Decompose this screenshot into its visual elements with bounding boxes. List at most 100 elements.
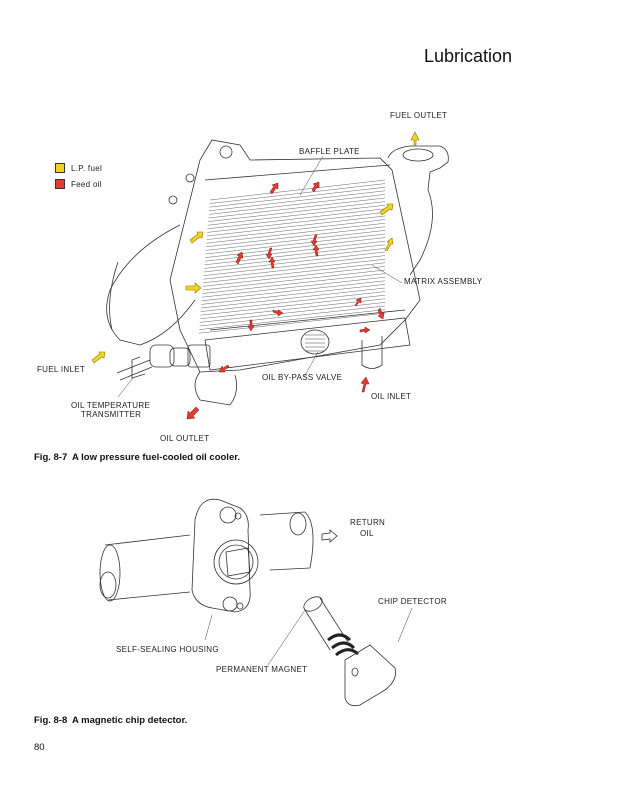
label-fuel-outlet: FUEL OUTLET (390, 111, 448, 120)
oil-arrow (312, 244, 320, 257)
oil-arrow (354, 297, 362, 307)
matrix-fins (198, 179, 386, 334)
figure-8-7-title: A low pressure fuel-cooled oil cooler. (72, 452, 241, 463)
matrix-fin (201, 280, 386, 302)
fuel-outlet-arrow (410, 131, 420, 146)
matrix-fin (203, 255, 386, 276)
oil-arrow (269, 182, 279, 195)
oil-gallery (194, 317, 411, 406)
matrix-fin (209, 186, 386, 208)
matrix-fin (209, 190, 386, 212)
fuel-arrow (379, 203, 394, 216)
leader-lines (117, 155, 403, 398)
matrix-fin (199, 305, 386, 327)
oil-inlet-arrow (360, 376, 370, 393)
matrix-fin (204, 244, 386, 266)
legend-label-lp-fuel: L.P. fuel (71, 164, 103, 173)
fuel-flow-arrows (91, 131, 420, 364)
label-matrix-assembly: MATRIX ASSEMBLY (404, 277, 483, 286)
matrix-fin (206, 226, 386, 248)
oil-arrow (310, 234, 318, 247)
oil-flow-arrows (186, 181, 385, 420)
label-baffle-plate: BAFFLE PLATE (299, 147, 360, 156)
matrix-fin (201, 284, 386, 305)
figure-8-8-title: A magnetic chip detector. (72, 715, 188, 726)
matrix-fin (208, 201, 386, 222)
oil-arrow (235, 251, 244, 265)
matrix-fin (203, 251, 386, 273)
oil-outlet-arrow (186, 406, 200, 420)
fuel-arrow (189, 231, 204, 244)
pipe (99, 511, 314, 602)
self-sealing-housing (191, 498, 259, 613)
legend-swatch-lp-fuel (55, 163, 65, 173)
oil-arrow (311, 181, 320, 193)
figure-8-7-caption: Fig. 8-7 A low pressure fuel-cooled oil c… (34, 452, 240, 463)
matrix-fin (205, 237, 386, 258)
fuel-inlet-arrow (91, 351, 106, 364)
matrix-fin (198, 312, 386, 334)
page-number: 80 (34, 742, 45, 753)
oil-arrow (359, 326, 371, 334)
chip-detector-illustration (99, 498, 413, 707)
oil-arrow (272, 309, 284, 317)
chip-detector-plug (303, 596, 396, 707)
matrix-fin (200, 294, 386, 316)
matrix-fin (209, 183, 386, 204)
legend-swatch-feed-oil (55, 179, 65, 189)
matrix-fin (207, 212, 386, 233)
oil-cooler-illustration (91, 131, 449, 420)
matrix-fin (203, 262, 386, 284)
label-chip-detector: CHIP DETECTOR (378, 597, 447, 606)
fuel-outlet-flange (387, 145, 449, 276)
label-self-sealing-housing: SELF-SEALING HOUSING (116, 645, 219, 654)
matrix-fin (202, 273, 386, 294)
matrix-fin (205, 230, 386, 251)
matrix-fin (199, 309, 386, 330)
oil-arrow (247, 319, 255, 332)
label-oil: OIL (360, 529, 374, 538)
chapter-title: Lubrication (424, 46, 513, 66)
return-oil-arrow (321, 529, 338, 543)
label-permanent-magnet: PERMANENT MAGNET (216, 665, 308, 674)
matrix-fin (203, 258, 386, 280)
matrix-fin (207, 204, 386, 226)
temperature-transmitter (116, 344, 211, 381)
label-oil-temperature: OIL TEMPERATURE (71, 401, 151, 410)
matrix-fin (204, 240, 386, 262)
cooler-body (106, 139, 421, 373)
matrix-fin (206, 222, 386, 244)
matrix-fin (208, 194, 386, 215)
matrix-fin (208, 197, 386, 219)
label-oil-inlet: OIL INLET (371, 392, 412, 401)
label-oil-bypass-valve: OIL BY-PASS VALVE (262, 373, 343, 382)
matrix-fin (207, 208, 386, 230)
matrix-fin (205, 233, 386, 255)
matrix-fin (209, 179, 386, 201)
oil-arrow (377, 307, 385, 320)
matrix-fin (202, 266, 386, 287)
matrix-fin (204, 248, 386, 269)
label-transmitter: TRANSMITTER (81, 410, 142, 419)
fuel-arrow (185, 282, 202, 294)
label-fuel-inlet: FUEL INLET (37, 365, 86, 374)
matrix-fin (202, 269, 386, 291)
matrix-fin (206, 215, 386, 237)
matrix-fin (201, 276, 386, 298)
figure-8-8-number: Fig. 8-8 (34, 715, 68, 726)
leader-lines (204, 607, 413, 666)
label-return: RETURN (350, 518, 386, 527)
figure-8-8-caption: Fig. 8-8 A magnetic chip detector. (34, 715, 187, 726)
matrix-fin (200, 287, 386, 309)
matrix-fin (200, 298, 386, 320)
legend-label-feed-oil: Feed oil (71, 180, 102, 189)
oil-arrow (265, 247, 273, 260)
fuel-arrow (384, 237, 394, 252)
oil-arrow (268, 256, 276, 269)
matrix-fin (199, 302, 386, 323)
label-oil-outlet: OIL OUTLET (160, 434, 210, 443)
matrix-fin (200, 291, 386, 312)
figure-8-7-number: Fig. 8-7 (34, 452, 68, 463)
matrix-fin (206, 219, 386, 240)
oil-arrow (218, 364, 230, 373)
